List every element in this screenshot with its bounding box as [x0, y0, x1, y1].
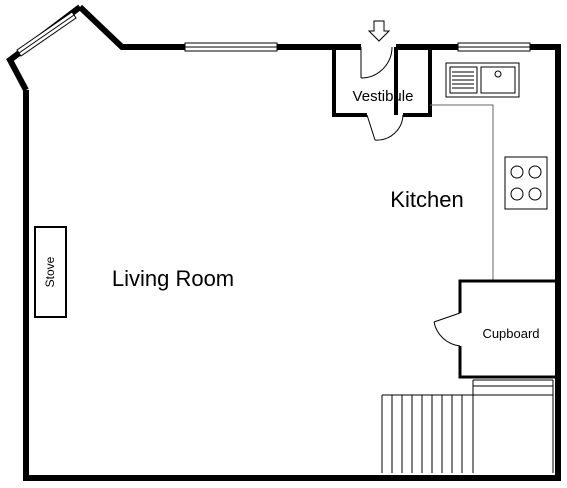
- stove-label: Stove: [43, 256, 57, 287]
- entrance-door: [360, 46, 393, 79]
- cupboard-door: [433, 312, 461, 347]
- cupboard-walls: [458, 279, 558, 379]
- window-top-left: [16, 11, 77, 57]
- vestibule-label: Vestibule: [353, 88, 414, 105]
- vestibule-door: [366, 114, 404, 141]
- stove: Stove: [34, 226, 67, 318]
- kitchen-worktop: [430, 104, 494, 280]
- sink-icon: [445, 62, 520, 98]
- down-arrow-icon: [367, 20, 391, 42]
- hob-icon: [504, 156, 548, 210]
- window-top-right: [457, 42, 531, 52]
- living-room-label: Living Room: [112, 266, 234, 291]
- cupboard-label: Cupboard: [482, 326, 539, 341]
- stairs: [381, 379, 554, 473]
- vestibule-walls: [332, 47, 432, 117]
- kitchen-label: Kitchen: [390, 187, 463, 212]
- window-top-middle: [184, 42, 278, 52]
